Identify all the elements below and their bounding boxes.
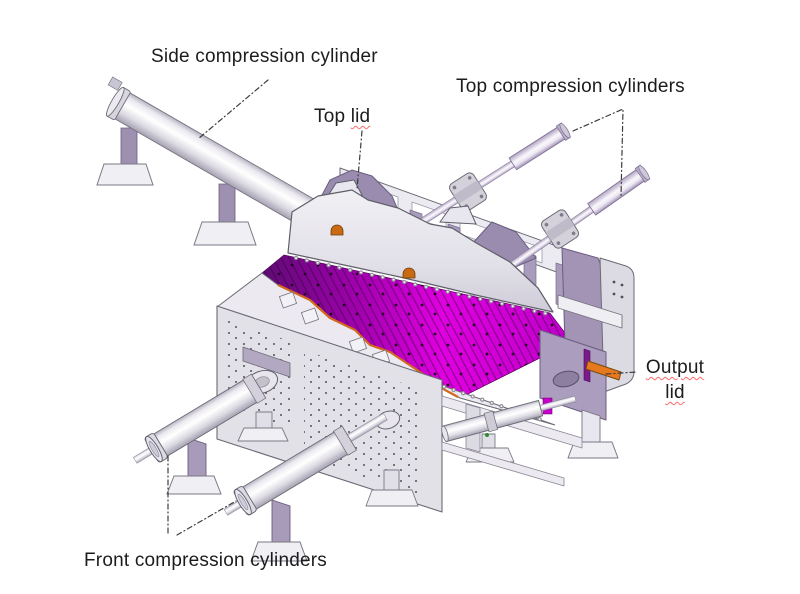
leader-top-cylinders: [572, 108, 624, 197]
leader-lines: [167, 79, 638, 536]
label-output-lid-line2: lid: [665, 382, 685, 403]
side-cylinder-stand-1: [96, 127, 154, 186]
leader-front-cylinders: [167, 455, 237, 536]
lid-handle-hole-2: [402, 267, 416, 279]
front-compression-cylinder-1: [132, 373, 267, 464]
label-side-compression-cylinder-text: Side compression cylinder: [151, 46, 378, 67]
top-lid-plate: [287, 189, 554, 313]
lid-handle-hole-1: [330, 224, 344, 236]
label-front-compression-cylinders-text: Front compression cylinders: [84, 550, 327, 571]
trunnion-clamp-2: [541, 209, 579, 249]
label-output-lid: Output lid: [630, 355, 720, 405]
label-front-compression-cylinders: Front compression cylinders: [84, 549, 327, 572]
label-side-compression-cylinder: Side compression cylinder: [151, 45, 378, 68]
front-cylinder-stand-1: [166, 437, 222, 495]
label-top-lid-word: lid: [350, 106, 371, 127]
face-slot: [242, 346, 291, 378]
label-top-compression-cylinders: Top compression cylinders: [456, 75, 685, 98]
output-end-assembly: [539, 247, 635, 459]
brand-logo: [552, 370, 580, 388]
leader-side-cylinder: [197, 79, 269, 140]
compression-chamber: [215, 254, 573, 426]
front-cylinder-stand-2: [250, 499, 308, 562]
leader-top-lid: [356, 130, 363, 190]
leader-output-lid: [605, 371, 638, 375]
side-cylinder-stand-2: [193, 183, 257, 246]
trunnion-clamp-1: [449, 172, 487, 212]
label-output-lid-line1: Output: [645, 357, 705, 378]
ejector-cylinder: [441, 395, 577, 443]
label-top-lid-prefix: Top: [314, 106, 351, 127]
front-compression-cylinder-2: [223, 412, 388, 516]
label-top-compression-cylinders-text: Top compression cylinders: [456, 76, 685, 97]
top-lid: [287, 179, 554, 317]
output-lid: [585, 360, 622, 381]
label-top-lid: Top lid: [314, 105, 370, 128]
side-compression-cylinder: [106, 76, 351, 247]
